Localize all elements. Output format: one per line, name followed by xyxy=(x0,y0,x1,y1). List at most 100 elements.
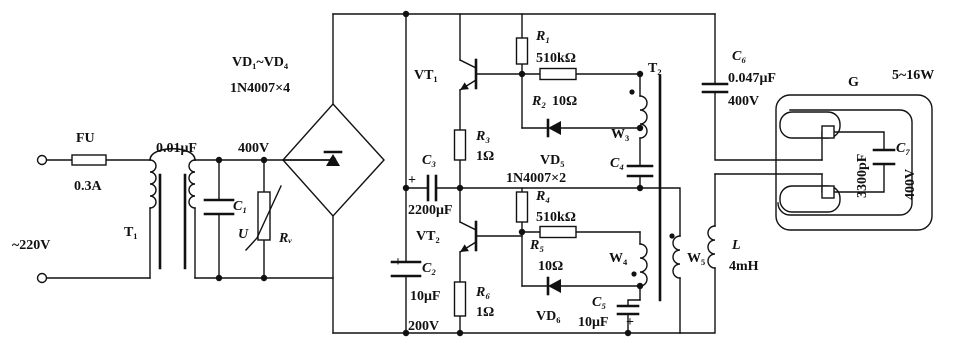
c7-label: C₇ xyxy=(896,141,910,156)
diode-part-label: 1N4007×2 xyxy=(506,171,566,186)
t1-winding-right xyxy=(188,159,196,209)
input-voltage-label: ~220V xyxy=(12,238,50,253)
resistor-r4 xyxy=(515,191,529,223)
r2-value-label: 10Ω xyxy=(552,94,577,109)
filament-top xyxy=(821,125,835,139)
inductor-l xyxy=(707,225,716,269)
junction-dot xyxy=(402,329,410,337)
w3-polarity-dot xyxy=(629,89,635,95)
c2-value-label: 10μF xyxy=(410,289,441,304)
r6-value-label: 1Ω xyxy=(476,305,494,320)
junction-dot xyxy=(402,10,410,18)
lamp-g xyxy=(775,94,933,231)
transistor-vt1 xyxy=(459,58,478,91)
c2-plus-label: + xyxy=(394,255,402,270)
w5-polarity-dot xyxy=(669,233,675,239)
wire-w5-top xyxy=(639,187,681,237)
wire-c7-top xyxy=(833,131,885,151)
lamp-end-bottom xyxy=(779,185,841,213)
lamp-tube-inner xyxy=(777,109,913,216)
r1-value-label: 510kΩ xyxy=(536,51,576,66)
capacitor-c7 xyxy=(872,148,896,166)
r5-label: R₅ xyxy=(529,238,544,253)
t1-cap-lead xyxy=(149,148,196,161)
input-terminal-top xyxy=(36,154,48,166)
junction-dot xyxy=(402,184,410,192)
varistor-slash xyxy=(245,185,282,251)
winding-w5 xyxy=(672,235,681,279)
r3-value-label: 1Ω xyxy=(476,149,494,164)
wire-c7-bottom xyxy=(833,163,885,193)
lamp-tube-outer xyxy=(775,94,933,231)
resistor-r2-body xyxy=(539,67,577,81)
r5-value-label: 10Ω xyxy=(538,259,563,274)
fu-rating-label: 0.3A xyxy=(74,179,103,194)
capacitor-c1 xyxy=(203,198,235,216)
r3-label: R₃ xyxy=(475,129,490,144)
junction-dot xyxy=(636,184,644,192)
rv-label: Rᵥ xyxy=(278,231,292,246)
fuse-fu xyxy=(71,154,107,166)
vd6-label: VD₆ xyxy=(536,309,560,324)
labels: FU 0.3A ~220V T₁ 0.01μF 400V C₁ U Rᵥ VD₁… xyxy=(12,29,934,334)
c6-label: C₆ xyxy=(732,49,746,64)
input-terminal-bottom xyxy=(36,272,48,284)
c6-voltage-label: 400V xyxy=(728,94,759,109)
power-range-label: 5~16W xyxy=(892,68,934,83)
c6-value-label: 0.047μF xyxy=(728,71,776,86)
t1-label: T₁ xyxy=(124,225,138,240)
varistor-u-label: U xyxy=(238,227,249,242)
diode-vd5-triangle xyxy=(548,121,561,135)
inductor-label: L xyxy=(731,238,741,253)
capacitor-c6 xyxy=(701,82,729,94)
diode-vd6-triangle xyxy=(548,279,561,293)
fuse-body xyxy=(71,154,107,166)
junction-dot xyxy=(518,70,526,78)
bridge-diamond xyxy=(282,102,385,218)
c2-voltage-label: 200V xyxy=(408,319,439,334)
c4-label: C₄ xyxy=(610,156,624,171)
wire-c6-to-lamp xyxy=(714,91,823,161)
resistor-r4-body xyxy=(515,191,529,223)
junction-dot xyxy=(624,329,632,337)
fu-label: FU xyxy=(76,131,95,146)
junction-dot xyxy=(215,274,223,282)
transistor-vt1-arrow xyxy=(460,82,469,90)
t1-winding-left xyxy=(149,159,157,209)
t1-cap-label: 0.01μF xyxy=(156,141,197,156)
lamp-end-top xyxy=(779,111,841,139)
junction-dot xyxy=(260,274,268,282)
capacitor-c3 xyxy=(426,174,438,202)
transistor-vt2 xyxy=(459,220,478,253)
junction-dot xyxy=(518,228,526,236)
transistor-vt2-collector xyxy=(459,221,477,231)
transistor-vt2-arrow xyxy=(460,244,469,252)
bridge-part-label: 1N4007×4 xyxy=(230,81,290,96)
w3-label: W₃ xyxy=(611,127,629,142)
resistor-r3 xyxy=(453,129,467,161)
transistor-vt1-collector xyxy=(459,59,477,69)
resistor-r1 xyxy=(515,37,529,65)
resistor-r5-body xyxy=(539,225,577,239)
c7-value-label: 3300pF xyxy=(855,154,870,198)
capacitor-c4 xyxy=(626,164,654,178)
vt2-label: VT₂ xyxy=(416,229,440,244)
t2-label: T₂ xyxy=(648,61,662,76)
r4-label: R₄ xyxy=(535,189,550,204)
junction-dot xyxy=(456,184,464,192)
c2-label: C₂ xyxy=(422,261,436,276)
junction-dot xyxy=(636,124,644,132)
r6-label: R₆ xyxy=(475,285,490,300)
winding-w4 xyxy=(639,243,648,287)
cap-voltage-label: 400V xyxy=(238,141,269,156)
junction-dot xyxy=(215,156,223,164)
winding-w3 xyxy=(639,95,648,139)
c5-plus-label: + xyxy=(626,315,634,330)
lamp-label: G xyxy=(848,75,859,90)
vt1-label: VT₁ xyxy=(414,68,438,83)
c3-value-label: 2200μF xyxy=(408,203,453,218)
inductor-value-label: 4mH xyxy=(729,259,759,274)
c1-label: C₁ xyxy=(233,199,247,214)
